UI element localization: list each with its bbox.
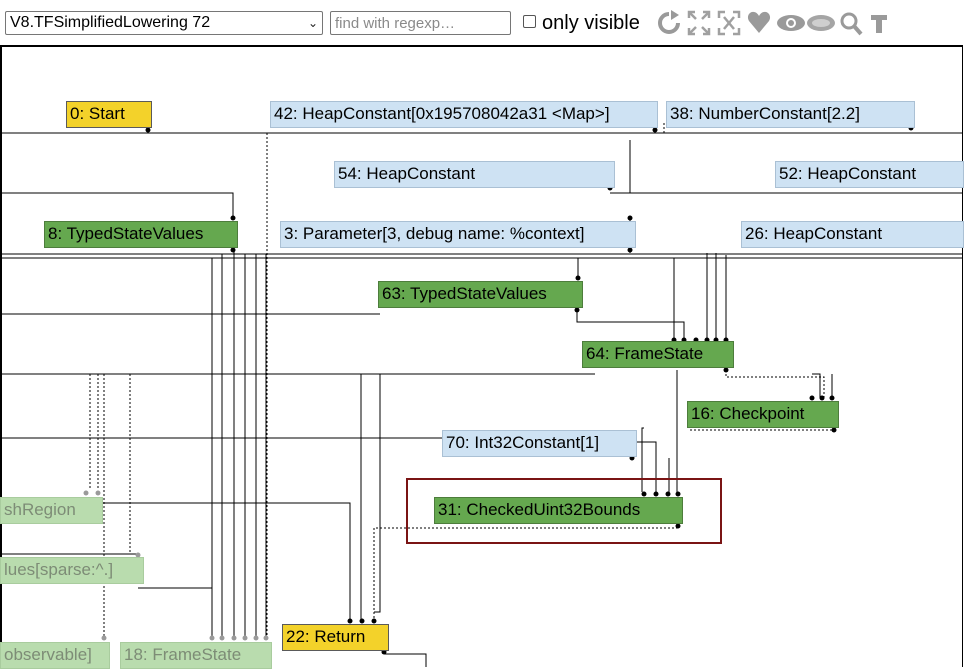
phase-select-value: V8.TFSimplifiedLowering 72 — [10, 14, 211, 31]
node-31-checkeduint32bounds[interactable]: 31: CheckedUint32Bounds — [434, 497, 683, 524]
only-visible-checkbox[interactable] — [523, 15, 536, 28]
node-63-typedstatevalues[interactable]: 63: TypedStateValues — [378, 281, 583, 308]
node-observable[interactable]: observable] — [0, 642, 110, 669]
node-18-framestate[interactable]: 18: FrameState — [120, 642, 272, 669]
node-22-return[interactable]: 22: Return — [282, 624, 389, 651]
hide-selected-icon[interactable] — [806, 9, 836, 37]
zoom-selection-icon[interactable] — [838, 9, 864, 37]
node-64-framestate[interactable]: 64: FrameState — [582, 341, 734, 368]
node-42-heapconstant[interactable]: 42: HeapConstant[0x195708042a31 <Map>] — [270, 101, 658, 128]
toolbar: V8.TFSimplifiedLowering 72 ⌄ only visibl… — [0, 0, 964, 44]
node-finishregion[interactable]: shRegion — [0, 497, 103, 524]
graph-canvas[interactable] — [0, 45, 963, 667]
node-70-int32constant[interactable]: 70: Int32Constant[1] — [442, 430, 637, 457]
node-54-heapconstant[interactable]: 54: HeapConstant — [334, 161, 615, 188]
node-38-numberconstant[interactable]: 38: NumberConstant[2.2] — [666, 101, 915, 128]
phase-select[interactable]: V8.TFSimplifiedLowering 72 ⌄ — [5, 11, 323, 35]
hide-unselected-icon[interactable] — [746, 9, 772, 37]
node-52-heapconstant[interactable]: 52: HeapConstant — [775, 161, 964, 188]
node-16-checkpoint[interactable]: 16: Checkpoint — [687, 401, 839, 428]
node-3-parameter[interactable]: 3: Parameter[3, debug name: %context] — [280, 221, 636, 248]
node-8-typedstatevalues[interactable]: 8: TypedStateValues — [44, 221, 238, 248]
node-26-heapconstant[interactable]: 26: HeapConstant — [741, 221, 964, 248]
graph-edges — [2, 122, 962, 667]
show-selected-icon[interactable] — [776, 9, 806, 37]
chevron-down-icon: ⌄ — [307, 16, 318, 30]
search-input[interactable] — [330, 11, 511, 35]
node-0-start[interactable]: 0: Start — [66, 101, 152, 128]
toggle-hide-dead-icon[interactable] — [716, 9, 742, 37]
node-statevalues-sparse[interactable]: lues[sparse:^.] — [0, 557, 144, 584]
layout-icon[interactable] — [656, 9, 682, 37]
toggle-types-icon[interactable] — [866, 9, 892, 37]
only-visible-label: only visible — [542, 12, 640, 34]
show-all-icon[interactable] — [686, 9, 712, 37]
